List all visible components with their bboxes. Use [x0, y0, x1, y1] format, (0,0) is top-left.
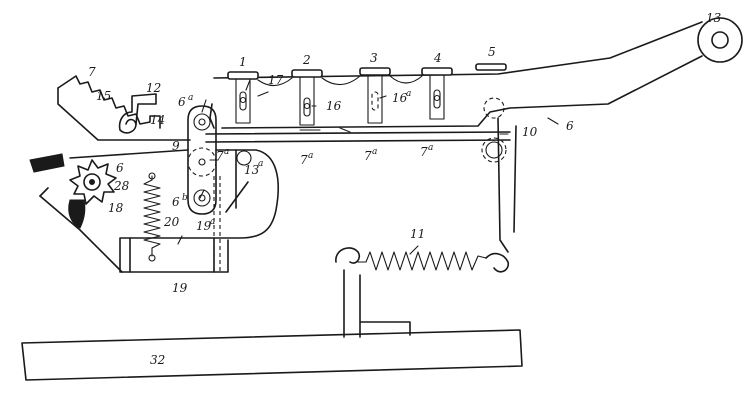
label-13-main: 13 — [244, 163, 260, 177]
label-15: 15 — [96, 89, 111, 103]
lower-frame-19 — [39, 149, 279, 273]
label-7a-1-sup: a — [224, 147, 229, 157]
label-6a-main: 6 — [178, 95, 186, 109]
label-7a-3-sup: a — [372, 147, 377, 157]
reference-labels: 1 2 3 4 5 7 15 12 14 6 a 9 6 b 17 16 16 … — [88, 11, 722, 367]
label-4: 4 — [433, 51, 442, 65]
label-7a-3-main: 7 — [364, 149, 372, 163]
label-16: 16 — [326, 99, 342, 113]
label-6-arm: 6 — [566, 119, 574, 133]
label-7a-2-main: 7 — [300, 153, 308, 167]
label-6b-sup: b — [182, 193, 188, 203]
tension-spring-11 — [357, 251, 510, 273]
pivot-links — [187, 97, 507, 215]
label-6b-main: 6 — [172, 195, 180, 209]
leader-lines — [177, 79, 559, 255]
key-stems — [227, 63, 507, 126]
label-19a-sup: a — [210, 217, 215, 227]
label-7a-4-main: 7 — [420, 145, 428, 159]
label-19: 19 — [172, 281, 188, 295]
label-7: 7 — [88, 65, 96, 79]
label-3: 3 — [370, 51, 378, 65]
label-17: 17 — [268, 73, 284, 87]
label-7a-2-sup: a — [308, 151, 313, 161]
label-16a-sup: a — [406, 89, 411, 99]
label-2: 2 — [302, 53, 311, 67]
label-5: 5 — [488, 45, 496, 59]
label-19a-main: 19 — [196, 219, 212, 233]
label-12: 12 — [146, 81, 161, 95]
spring-support-post — [335, 247, 411, 338]
label-6-wheel: 6 — [116, 161, 124, 175]
lever-arm-6 — [209, 17, 743, 253]
label-1: 1 — [239, 55, 247, 69]
label-11: 11 — [410, 227, 425, 241]
label-20: 20 — [163, 215, 180, 229]
label-13-sup: a — [258, 159, 263, 169]
label-10: 10 — [522, 125, 538, 139]
label-18: 18 — [108, 201, 124, 215]
link-bar-7a — [205, 127, 511, 143]
compression-spring-20 — [143, 172, 161, 262]
star-wheel — [29, 153, 117, 229]
label-6a-sup: a — [188, 93, 193, 103]
label-14: 14 — [150, 113, 165, 127]
label-16a-main: 16 — [392, 91, 408, 105]
ratchet-frame — [57, 75, 191, 141]
label-32: 32 — [150, 353, 165, 367]
label-7a-1-main: 7 — [216, 149, 224, 163]
label-7a-4-sup: a — [428, 143, 433, 153]
base-bar-32 — [21, 329, 523, 381]
label-13-roller: 13 — [706, 11, 722, 25]
label-9: 9 — [172, 139, 180, 153]
label-28: 28 — [113, 179, 130, 193]
